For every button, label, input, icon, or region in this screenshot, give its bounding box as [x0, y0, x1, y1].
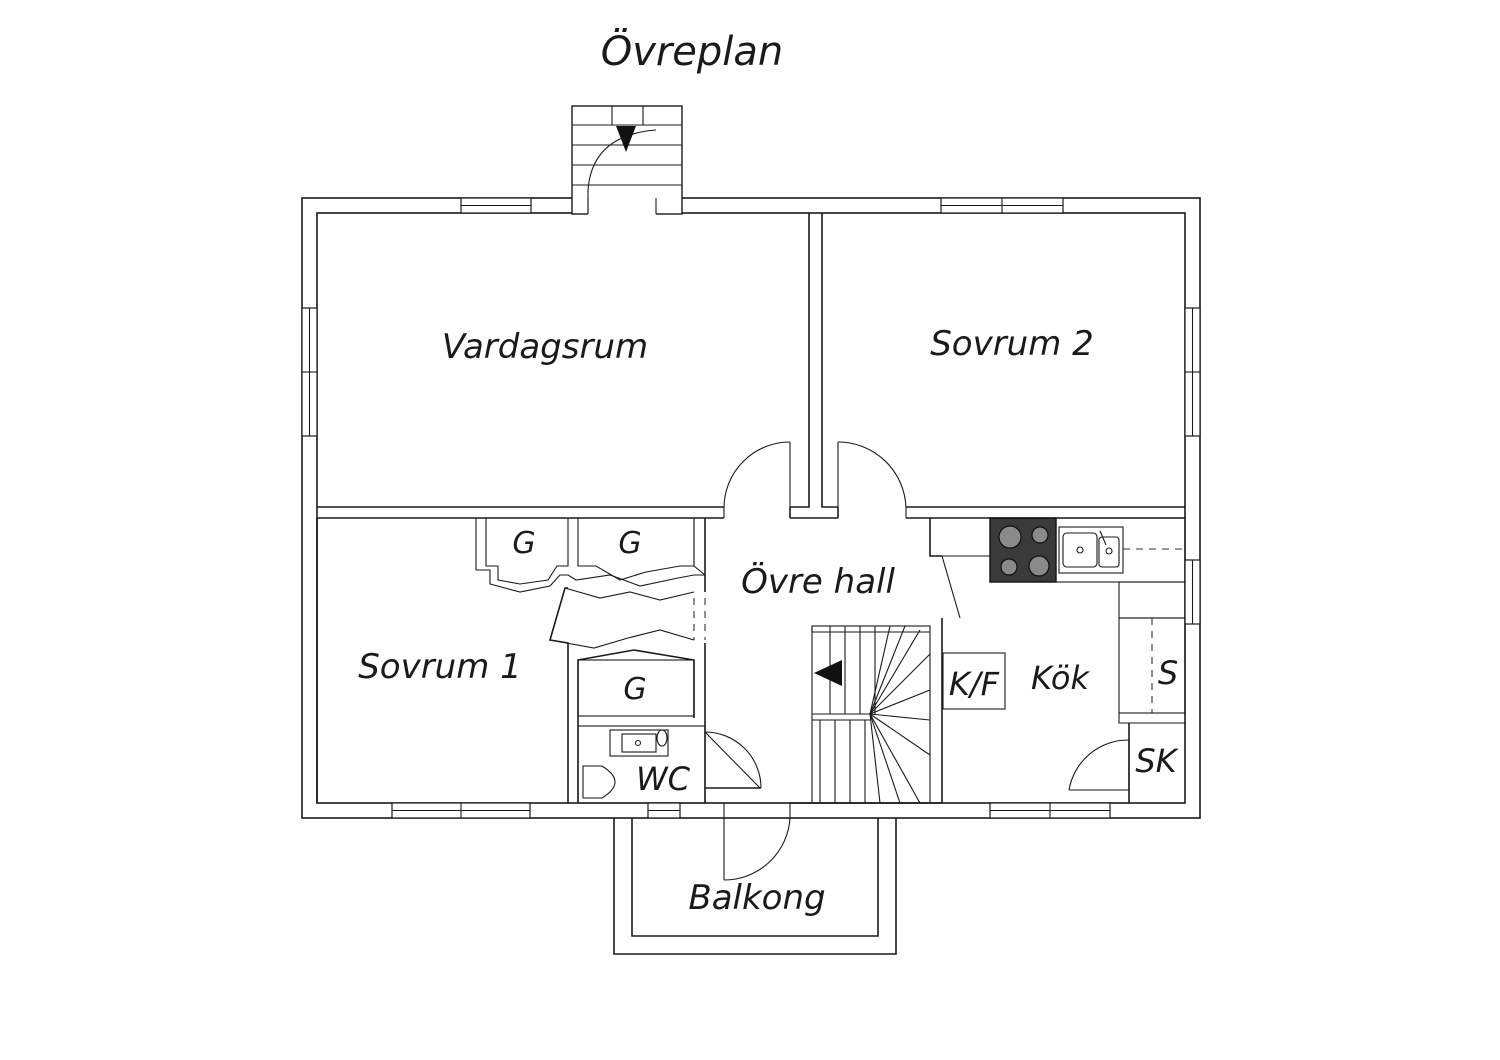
room-label-g1: G: [512, 526, 535, 561]
arrow-left-icon: [814, 660, 842, 686]
room-label-g3: G: [623, 672, 646, 707]
entrance-stair: [571, 105, 683, 216]
kitchen: [929, 517, 1186, 803]
outer-walls: [301, 197, 1201, 819]
sovrum1-walls: [316, 518, 706, 803]
room-label-vardagsrum: Vardagsrum: [442, 327, 648, 367]
room-label-balkong: Balkong: [688, 878, 825, 918]
room-label-sk: SK: [1135, 742, 1179, 780]
stairs: [790, 625, 942, 804]
room-label-s: S: [1158, 654, 1178, 692]
plan-title: Övreplan: [601, 27, 784, 75]
door-arcs-top: [723, 441, 907, 518]
room-label-g2: G: [618, 526, 641, 561]
balcony: [613, 803, 897, 955]
room-label-sovrum1: Sovrum 1: [358, 647, 522, 687]
room-label-sovrum2: Sovrum 2: [930, 324, 1094, 364]
room-label-kf: K/F: [949, 665, 1000, 703]
room-label-kok: Kök: [1031, 659, 1090, 697]
room-label-ovre-hall: Övre hall: [741, 561, 895, 602]
windows: [301, 197, 1201, 819]
room-label-wc: WC: [636, 760, 691, 798]
wc: [577, 725, 762, 804]
arrow-down-icon: [616, 126, 636, 152]
